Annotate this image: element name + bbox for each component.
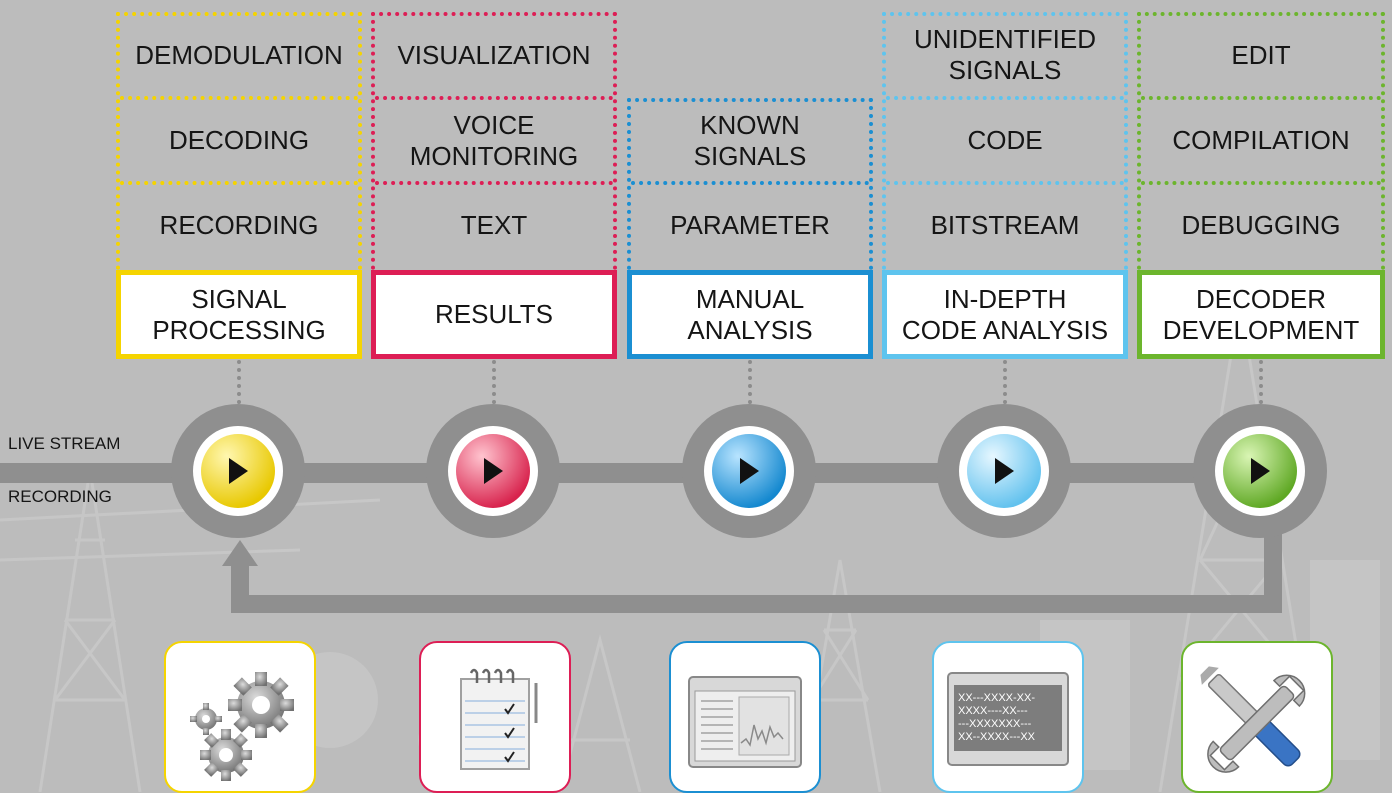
decoder-development-node[interactable] [1193, 404, 1327, 538]
decoder-development-detail-frame [1137, 12, 1385, 270]
signal-processing-detail-frame [116, 12, 362, 270]
bitstream-line-3: ---XXXXXXX--- [958, 718, 1032, 730]
analysis-window-icon[interactable] [669, 641, 821, 793]
divider [886, 181, 1124, 185]
code-label: CODE [967, 125, 1043, 155]
manual-analysis-play-icon[interactable] [712, 434, 786, 508]
divider [375, 181, 613, 185]
parameter-label: PARAMETER [670, 210, 830, 240]
bitstream-line-4: XX--XXXX---XX [958, 731, 1036, 743]
results-detail-frame [371, 12, 617, 270]
connector [1259, 360, 1263, 404]
manual-analysis-detail-frame [627, 98, 873, 270]
wrench-screwdriver-icon[interactable] [1181, 641, 1333, 793]
signal-processing-box[interactable]: SIGNAL PROCESSING [116, 270, 362, 359]
bitstream-line-2: XXXX----XX--- [958, 705, 1028, 717]
bitstream-line-1: XX---XXXX-XX- [958, 692, 1035, 704]
recording-input-label: RECORDING [8, 487, 112, 506]
edit-label: EDIT [1231, 39, 1291, 70]
bitstream-window-icon[interactable]: XX---XXXX-XX- XXXX----XX--- ---XXXXXXX--… [932, 641, 1084, 793]
signal-processing-node[interactable] [171, 404, 305, 538]
decoder-development-play-icon[interactable] [1223, 434, 1297, 508]
divider [1141, 96, 1381, 100]
known-signals-label: KNOWN SIGNALS [693, 109, 807, 171]
text-label: TEXT [460, 210, 528, 240]
code-analysis-node[interactable] [937, 404, 1071, 538]
connector [237, 360, 241, 404]
compilation-label: COMPILATION [1172, 125, 1350, 155]
connector [492, 360, 496, 404]
results-node[interactable] [426, 404, 560, 538]
notepad-checklist-icon[interactable] [419, 641, 571, 793]
results-box[interactable]: RESULTS [371, 270, 617, 359]
code-analysis-detail-frame [882, 12, 1128, 270]
debugging-label: DEBUGGING [1181, 210, 1341, 240]
divider [120, 96, 358, 100]
connector [748, 360, 752, 404]
manual-analysis-box[interactable]: MANUAL ANALYSIS [627, 270, 873, 359]
divider [886, 96, 1124, 100]
visualization-label: VISUALIZATION [397, 39, 591, 70]
recording-label: RECORDING [159, 210, 319, 240]
divider [375, 96, 613, 100]
signal-processing-play-icon[interactable] [201, 434, 275, 508]
results-play-icon[interactable] [456, 434, 530, 508]
demodulation-label: DEMODULATION [135, 39, 343, 70]
decoding-label: DECODING [168, 125, 310, 155]
divider [631, 181, 869, 185]
gears-icon[interactable] [164, 641, 316, 793]
divider [120, 181, 358, 185]
code-analysis-box[interactable]: IN-DEPTH CODE ANALYSIS [882, 270, 1128, 359]
divider [1141, 181, 1381, 185]
unidentified-signals-label: UNIDENTIFIED SIGNALS [914, 24, 1096, 85]
bitstream-label: BITSTREAM [930, 210, 1080, 240]
code-analysis-play-icon[interactable] [967, 434, 1041, 508]
live-stream-label: LIVE STREAM [8, 434, 121, 453]
manual-analysis-node[interactable] [682, 404, 816, 538]
connector [1003, 360, 1007, 404]
voice-monitoring-label: VOICE MONITORING [409, 109, 579, 171]
decoder-development-box[interactable]: DECODER DEVELOPMENT [1137, 270, 1385, 359]
